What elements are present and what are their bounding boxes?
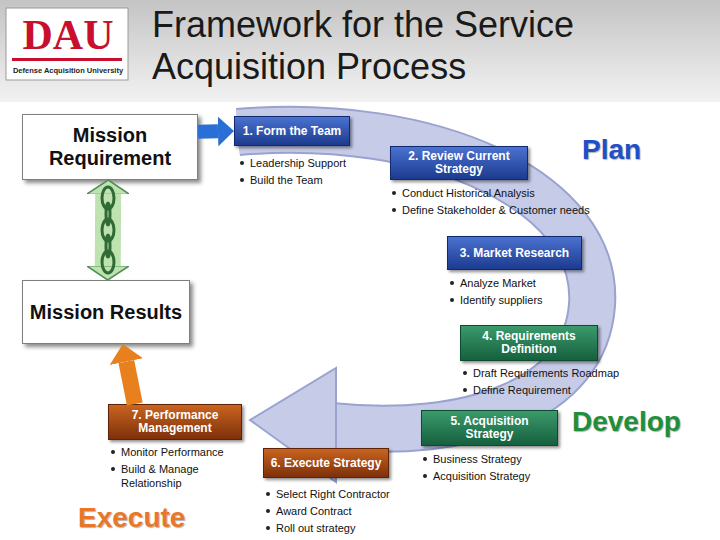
bullet-item: Select Right Contractor <box>266 487 436 501</box>
node-text: 3. Market Research <box>460 247 569 260</box>
bullet-item: Draft Requirements Roadmap <box>463 366 663 380</box>
header-band <box>0 0 720 102</box>
label-text: Conduct Historical Analysis <box>402 186 535 200</box>
node-text: Mission Results <box>30 301 182 324</box>
bullet-item: Build & Manage Relationship <box>111 462 221 490</box>
connector-arrow <box>198 124 218 138</box>
process-step-box: 4. Requirements Definition <box>460 325 598 361</box>
label-text: Plan <box>582 134 641 166</box>
connector-arrow <box>95 194 121 266</box>
bullet-dot <box>463 371 467 375</box>
label-text: Leadership Support <box>250 156 346 170</box>
logo-bar <box>12 58 122 61</box>
label-text: Identify suppliers <box>460 293 543 307</box>
bullet-item: Award Contract <box>266 504 436 518</box>
bullet-dot <box>423 474 427 478</box>
chain-link <box>102 219 114 241</box>
text-label: Defense Acquisition University <box>8 66 128 75</box>
bullet-dot <box>266 492 270 496</box>
chain-link <box>102 251 114 273</box>
bullet-dot <box>392 208 396 212</box>
bullet-dot <box>463 388 467 392</box>
bullet-dot <box>111 467 115 471</box>
bullet-dot <box>240 178 244 182</box>
node-text: 6. Execute Strategy <box>271 457 382 470</box>
process-step-box: 6. Execute Strategy <box>263 448 389 478</box>
label-text: Define Stakeholder & Customer needs <box>402 203 590 217</box>
node-text: Mission Requirement <box>29 124 191 170</box>
bullet-item: Define Requirement <box>463 383 663 397</box>
label-text: Define Requirement <box>473 383 571 397</box>
bullet-item: Identify suppliers <box>450 293 590 307</box>
process-step-box: 3. Market Research <box>447 236 582 270</box>
text-label: Plan <box>582 134 672 166</box>
node-text: 4. Requirements Definition <box>465 330 593 356</box>
label-text: Business Strategy <box>433 452 522 466</box>
bullet-dot <box>240 161 244 165</box>
label-text: Build the Team <box>250 173 323 187</box>
bullet-item: Business Strategy <box>423 452 583 466</box>
text-label: Execute <box>78 502 218 534</box>
process-step-box: 2. Review Current Strategy <box>390 146 528 180</box>
label-text: DAU <box>23 12 114 58</box>
node-text: 1. Form the Team <box>243 125 341 138</box>
label-text: Build & Manage Relationship <box>121 462 221 490</box>
text-label: DAU <box>12 12 124 58</box>
process-step-box: 5. Acquisition Strategy <box>421 410 558 446</box>
cycle-band-edge <box>238 130 592 429</box>
bullet-item: Monitor Performance <box>111 445 251 459</box>
mission-box: Mission Results <box>22 280 190 344</box>
node-text: 7. Performance Management <box>113 409 237 435</box>
node-text: 2. Review Current Strategy <box>395 150 523 176</box>
bullet-dot <box>111 450 115 454</box>
process-step-box: 1. Form the Team <box>234 116 350 146</box>
logo-panel <box>6 8 128 80</box>
bullet-dot <box>392 191 396 195</box>
page-title: Framework for the Service Acquisition Pr… <box>152 4 622 88</box>
label-text: Analyze Market <box>460 276 536 290</box>
label-text: Roll out strategy <box>276 521 355 535</box>
bullet-dot <box>266 509 270 513</box>
label-text: Select Right Contractor <box>276 487 390 501</box>
label-text: Award Contract <box>276 504 352 518</box>
node-text: 5. Acquisition Strategy <box>426 415 553 441</box>
text-label: Develop <box>572 406 712 438</box>
bullet-item: Roll out strategy <box>266 521 436 535</box>
cycle-band <box>238 130 592 429</box>
bullet-dot <box>423 457 427 461</box>
chain-link <box>102 187 114 209</box>
bullet-item: Build the Team <box>240 173 370 187</box>
label-text: Defense Acquisition University <box>13 66 123 75</box>
chain-link <box>106 203 110 225</box>
bullet-item: Acquisition Strategy <box>423 469 583 483</box>
label-text: Develop <box>572 406 681 438</box>
label-text: Execute <box>78 502 185 534</box>
bullet-item: Analyze Market <box>450 276 590 290</box>
process-step-box: 7. Performance Management <box>108 404 242 440</box>
label-text: Acquisition Strategy <box>433 469 530 483</box>
connector-arrow <box>126 362 134 404</box>
bullet-dot <box>450 298 454 302</box>
bullet-dot <box>266 526 270 530</box>
chain-link <box>106 235 110 257</box>
bullet-item: Leadership Support <box>240 156 370 170</box>
bullet-item: Define Stakeholder & Customer needs <box>392 203 632 217</box>
label-text: Draft Requirements Roadmap <box>473 366 619 380</box>
bullet-item: Conduct Historical Analysis <box>392 186 602 200</box>
bullet-dot <box>450 281 454 285</box>
mission-box: Mission Requirement <box>22 114 198 180</box>
label-text: Monitor Performance <box>121 445 224 459</box>
